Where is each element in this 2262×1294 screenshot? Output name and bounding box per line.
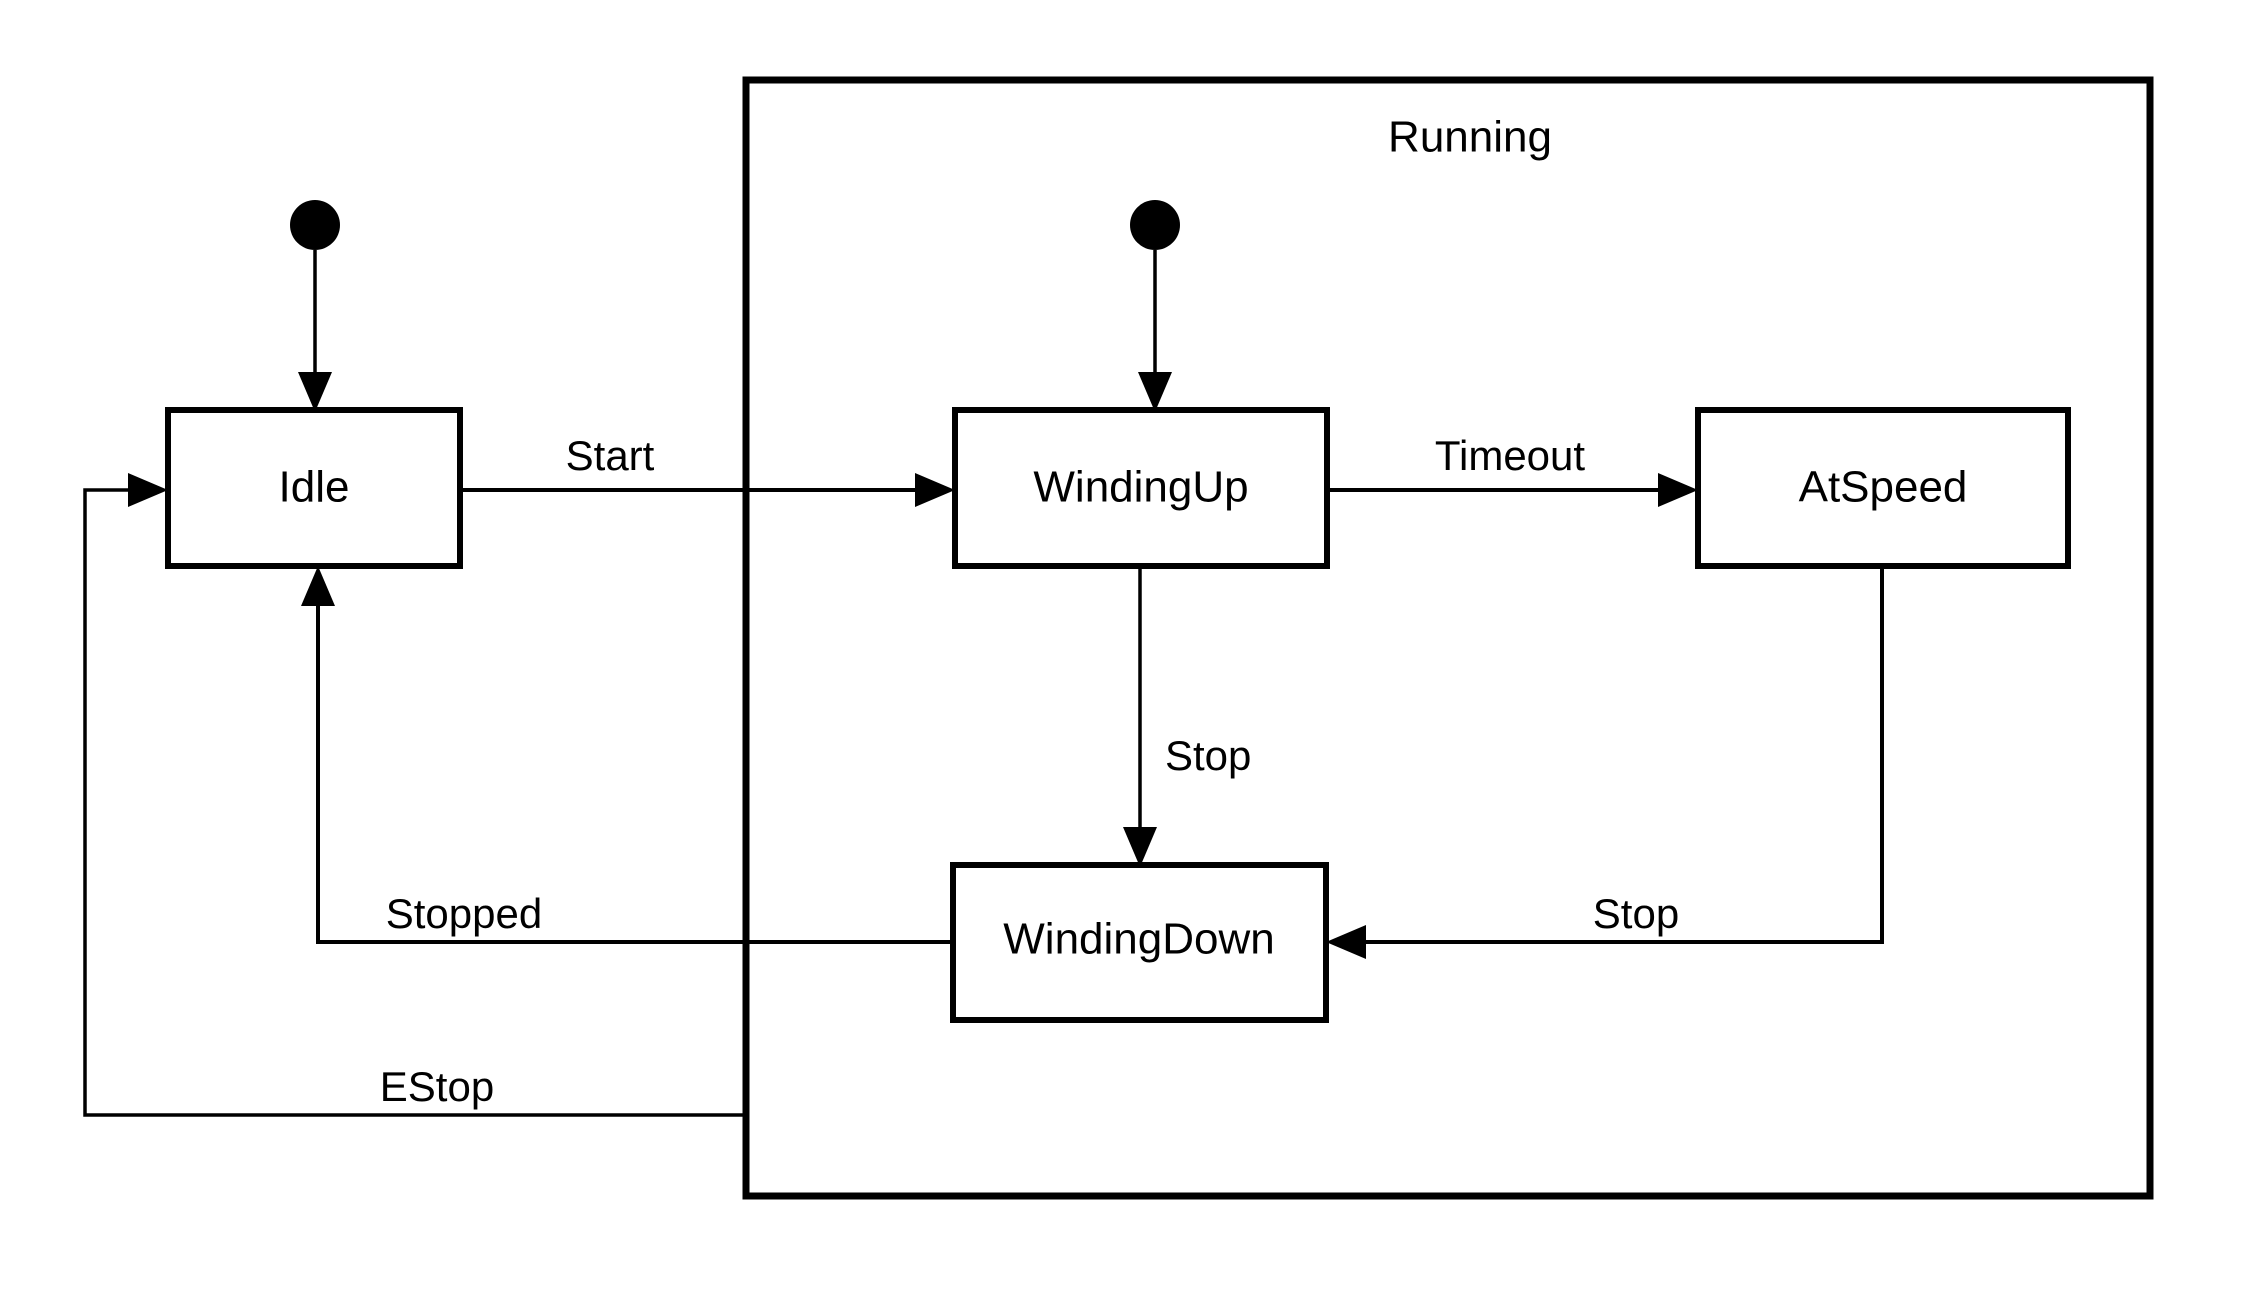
- transition-label-start: Start: [566, 432, 655, 479]
- state-windingup-label: WindingUp: [1033, 463, 1248, 512]
- transition-running-to-idle-line: [83, 488, 746, 1117]
- transition-windingdown-to-idle[interactable]: Stopped: [301, 566, 953, 944]
- state-atspeed-box: [1695, 407, 2071, 569]
- transition-atspeed-to-windingdown-line: [1346, 566, 1884, 944]
- arrow-head-right: [915, 473, 955, 507]
- state-windingup[interactable]: WindingUp: [952, 407, 1330, 569]
- transition-atspeed-to-windingdown[interactable]: Stop: [1326, 566, 1884, 959]
- composite-state-running-label: Running: [1388, 113, 1552, 162]
- composite-state-running[interactable]: [742, 76, 2154, 1200]
- state-windingdown-label: WindingDown: [1003, 915, 1274, 964]
- arrow-head-right: [128, 473, 168, 507]
- arrow-head-down: [1138, 372, 1172, 412]
- arrow-head-down: [298, 372, 332, 412]
- arrow-head-down: [1123, 827, 1157, 867]
- arrow-head-up: [301, 566, 335, 606]
- state-windingup-box: [952, 407, 1330, 569]
- transition-initial-to-windingup[interactable]: [1138, 250, 1172, 412]
- transition-windingdown-to-idle-line: [316, 586, 953, 944]
- initial-state-dot-toplevel[interactable]: [290, 200, 340, 250]
- arrow-head-left: [1326, 925, 1366, 959]
- transition-label-estop: EStop: [380, 1063, 494, 1110]
- state-windingdown-box: [950, 862, 1329, 1023]
- transition-windingup-to-atspeed[interactable]: Timeout: [1327, 432, 1698, 507]
- state-atspeed[interactable]: AtSpeed: [1695, 407, 2071, 569]
- transition-label-stop-vertical: Stop: [1165, 732, 1251, 779]
- transition-windingup-to-windingdown[interactable]: Stop: [1123, 566, 1251, 867]
- state-atspeed-label: AtSpeed: [1799, 463, 1968, 512]
- transition-label-stopped: Stopped: [386, 890, 542, 937]
- transition-label-timeout: Timeout: [1435, 432, 1585, 479]
- transition-label-stop-atspeed: Stop: [1593, 890, 1679, 937]
- transition-idle-to-windingup[interactable]: Start: [460, 432, 955, 507]
- state-idle-box: [165, 407, 463, 569]
- initial-state-dot-running[interactable]: [1130, 200, 1180, 250]
- transition-running-to-idle[interactable]: EStop: [83, 473, 746, 1117]
- state-windingdown[interactable]: WindingDown: [950, 862, 1329, 1023]
- state-idle[interactable]: Idle: [165, 407, 463, 569]
- transition-initial-to-idle[interactable]: [298, 250, 332, 412]
- state-idle-label: Idle: [279, 463, 350, 512]
- arrow-head-right: [1658, 473, 1698, 507]
